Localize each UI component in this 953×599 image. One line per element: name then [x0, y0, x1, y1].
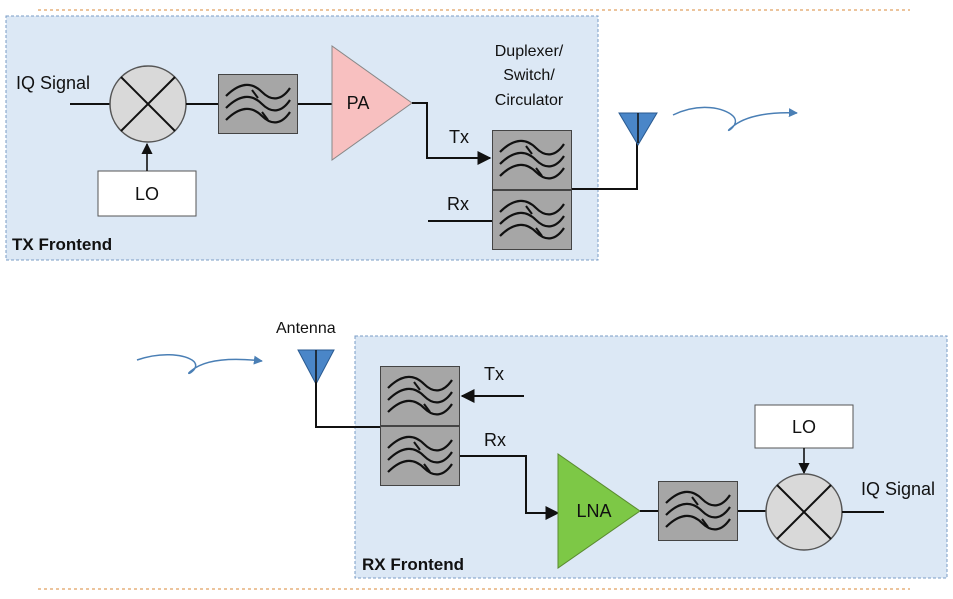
rx-duplexer-tx-filter-icon — [380, 366, 460, 426]
rx-lo-label: LO — [792, 417, 816, 437]
tx-pa-to-duplexer-arrow — [412, 102, 492, 165]
tx-duplexer-label-1: Duplexer/ — [495, 43, 564, 60]
tx-lo-label: LO — [135, 184, 159, 204]
tx-duplexer-tx-filter-icon — [492, 130, 572, 190]
tx-pa-label: PA — [347, 93, 370, 113]
rx-frontend-panel: RX Frontend Tx Rx LNA LO IQ Signal — [354, 335, 948, 579]
rx-duplexer-rx-filter-icon — [380, 426, 460, 486]
rx-duplexer-to-lna-arrow — [460, 455, 560, 520]
tx-pa-amplifier — [331, 45, 413, 161]
tx-duplexer-label-2: Switch/ — [503, 67, 555, 84]
rx-antenna-label: Antenna — [276, 320, 336, 337]
rx-lna-amplifier — [557, 453, 641, 569]
rx-bandpass-filter-icon — [658, 481, 738, 541]
rx-wireless-wave-icon — [136, 354, 263, 375]
tx-mixer-icon — [109, 65, 187, 143]
rx-lo-box — [754, 404, 854, 449]
rx-lna-label: LNA — [576, 501, 611, 521]
tx-frontend-panel: TX Frontend IQ Signal LO PA Tx Rx Duplex… — [5, 15, 599, 261]
tx-duplexer-label-3: Circulator — [495, 92, 564, 109]
tx-wireless-wave-icon — [672, 106, 798, 132]
rx-antenna-to-duplexer-line — [315, 382, 380, 428]
rx-duplexer-tx-port-label: Tx — [484, 364, 504, 384]
tx-frontend-title: TX Frontend — [12, 235, 112, 254]
tx-duplexer-to-antenna-line — [572, 140, 638, 190]
rx-duplexer-rx-port-label: Rx — [484, 430, 506, 450]
rx-mixer-icon — [765, 473, 843, 551]
tx-duplexer-rx-filter-icon — [492, 190, 572, 250]
tx-iq-signal-label: IQ Signal — [16, 73, 90, 93]
tx-duplexer-rx-port-label: Rx — [447, 194, 469, 214]
tx-lo-box — [97, 170, 197, 217]
tx-duplexer-tx-port-label: Tx — [449, 127, 469, 147]
rx-frontend-title: RX Frontend — [362, 555, 464, 574]
rx-iq-signal-label: IQ Signal — [861, 479, 935, 499]
tx-bandpass-filter-icon — [218, 74, 298, 134]
